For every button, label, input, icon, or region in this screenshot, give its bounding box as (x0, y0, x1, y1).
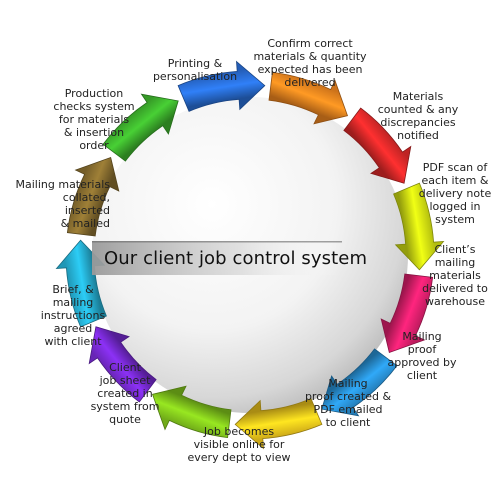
title-band-line (92, 241, 342, 243)
step-label-job-visible: Job becomes visible online for every dep… (187, 425, 291, 464)
step-label-brief-agreed: Brief, & mailing instructions agreed wit… (40, 283, 106, 348)
step-label-job-sheet: Client job sheet created in system from … (90, 361, 160, 426)
step-arrow-11 (102, 93, 179, 162)
step-arrow-2 (343, 107, 412, 184)
step-label-pdf-scan: PDF scan of each item & delivery note lo… (418, 161, 492, 226)
title-band (92, 241, 342, 275)
step-label-materials-counted: Materials counted & any discrepancies no… (377, 90, 459, 142)
step-arrow-3 (393, 182, 445, 271)
diagram-title: Our client job control system (104, 248, 368, 269)
step-arrow-1 (268, 71, 349, 125)
step-arrow-4 (380, 273, 434, 354)
step-arrow-10 (66, 156, 120, 237)
step-label-proof-approved: Mailing proof approved by client (387, 330, 457, 382)
step-label-materials-delivered: Client’s mailing materials delivered to … (422, 243, 488, 308)
step-arrow-6 (234, 398, 323, 450)
step-arrow-5 (321, 348, 398, 417)
arrow-ring (55, 60, 445, 450)
step-label-production-checks: Production checks system for materials &… (53, 87, 135, 152)
step-arrow-12 (177, 60, 266, 112)
step-arrow-7 (151, 385, 232, 439)
step-label-confirm-materials: Confirm correct materials & quantity exp… (253, 37, 367, 89)
step-label-proof-created: Mailing proof created & PDF emailed to c… (304, 377, 392, 429)
step-label-materials-collated: Mailing materials collated, inserted & m… (15, 178, 111, 230)
step-label-printing: Printing & personalisation (152, 57, 238, 83)
step-arrow-8 (88, 326, 157, 403)
